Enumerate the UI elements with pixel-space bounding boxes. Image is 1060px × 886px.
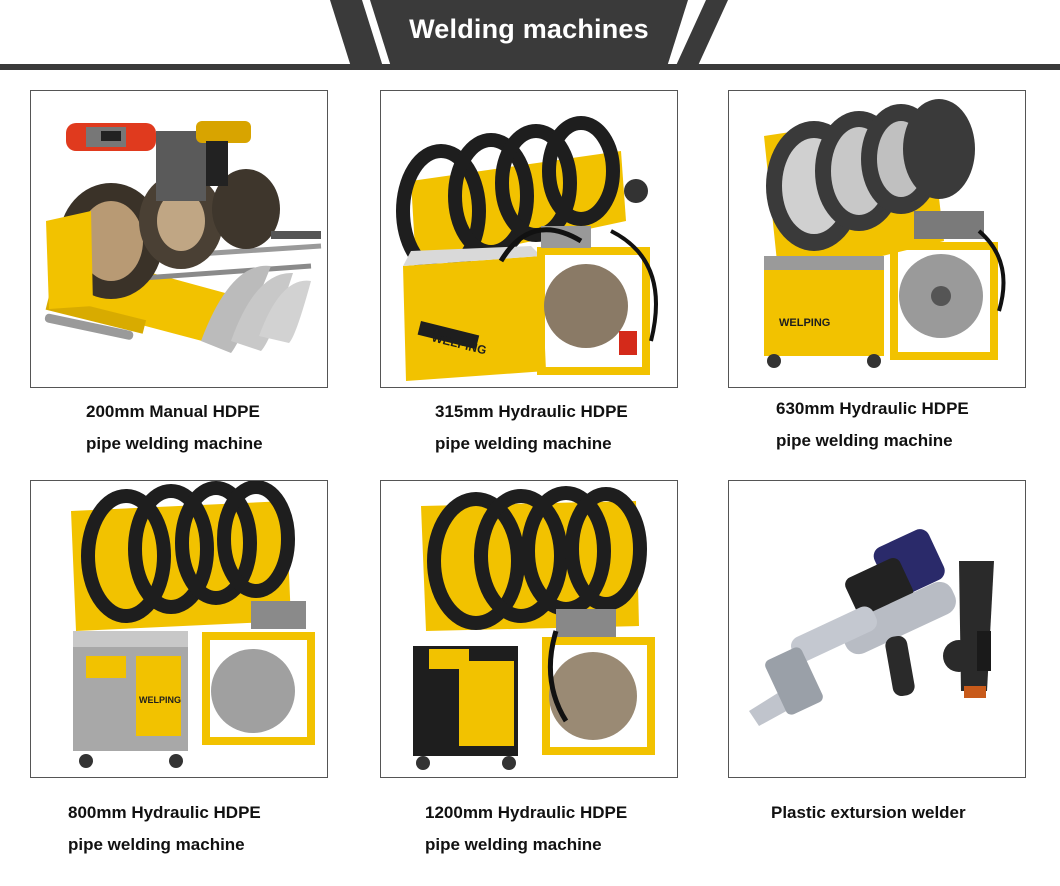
product-caption-line2: pipe welding machine xyxy=(68,835,245,854)
product-card-315mm-hydraulic[interactable]: WELPING xyxy=(380,90,678,388)
product-image-200mm-manual xyxy=(44,121,322,353)
product-image-315mm-hydraulic: WELPING xyxy=(396,116,658,381)
product-image-1200mm-hydraulic xyxy=(413,486,655,770)
product-card-1200mm-hydraulic[interactable] xyxy=(380,480,678,778)
product-caption-200mm-manual: 200mm Manual HDPE pipe welding machine xyxy=(86,396,263,460)
product-caption-line2: pipe welding machine xyxy=(86,434,263,453)
product-card-200mm-manual[interactable] xyxy=(30,90,328,388)
product-caption-line1: 800mm Hydraulic HDPE xyxy=(68,803,261,822)
svg-text:WELPING: WELPING xyxy=(139,695,181,705)
product-caption-line1: Plastic extursion welder xyxy=(771,803,966,822)
product-caption-line1: 1200mm Hydraulic HDPE xyxy=(425,803,628,822)
product-caption-line1: 315mm Hydraulic HDPE xyxy=(435,402,628,421)
product-image-extrusion-welder xyxy=(749,529,994,726)
product-card-extrusion-welder[interactable] xyxy=(728,480,1026,778)
svg-text:WELPING: WELPING xyxy=(779,317,830,329)
product-image-630mm-hydraulic: WELPING xyxy=(764,99,1006,368)
product-caption-line2: pipe welding machine xyxy=(425,835,602,854)
product-image-800mm-hydraulic: WELPING xyxy=(71,481,315,768)
product-caption-line2: pipe welding machine xyxy=(776,431,953,450)
product-card-630mm-hydraulic[interactable]: WELPING xyxy=(728,90,1026,388)
product-caption-line1: 630mm Hydraulic HDPE xyxy=(776,399,969,418)
product-caption-800mm-hydraulic: 800mm Hydraulic HDPE pipe welding machin… xyxy=(68,797,261,861)
product-caption-extrusion-welder: Plastic extursion welder xyxy=(771,797,966,829)
product-caption-line1: 200mm Manual HDPE xyxy=(86,402,260,421)
page-title: Welding machines xyxy=(409,14,649,44)
product-caption-315mm-hydraulic: 315mm Hydraulic HDPE pipe welding machin… xyxy=(435,396,628,460)
header-banner: Welding machines xyxy=(330,0,728,70)
product-caption-1200mm-hydraulic: 1200mm Hydraulic HDPE pipe welding machi… xyxy=(425,797,627,861)
product-card-800mm-hydraulic[interactable]: WELPING xyxy=(30,480,328,778)
product-caption-630mm-hydraulic: 630mm Hydraulic HDPE pipe welding machin… xyxy=(776,393,969,457)
product-caption-line2: pipe welding machine xyxy=(435,434,612,453)
